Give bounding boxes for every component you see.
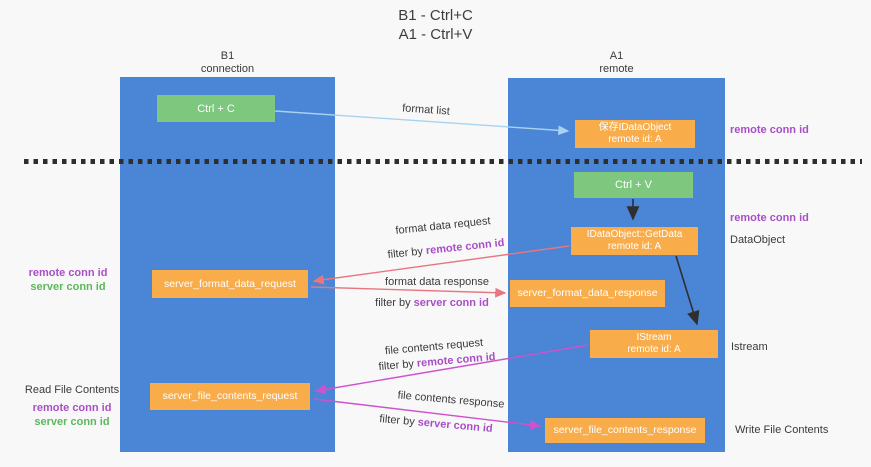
- box-server-format-data-request: server_format_data_request: [152, 270, 308, 298]
- right-remote-conn-id-1: remote conn id: [730, 124, 809, 136]
- label-format-list: format list: [401, 102, 451, 118]
- lane-a1-title: A1: [609, 50, 624, 62]
- box-ctrl-c: Ctrl + C: [157, 95, 275, 122]
- left-remote-conn-id-2: remote conn id: [32, 402, 112, 414]
- phase-separator-dashed-line: [24, 159, 862, 164]
- lane-header-b1: B1 connection: [120, 50, 335, 76]
- box-save-idataobject: 保存IDataObject remote id: A: [575, 120, 695, 148]
- istream-line2: remote id: A: [627, 344, 681, 355]
- save-idataobject-line1: 保存IDataObject: [598, 121, 672, 133]
- save-idataobject-line2: remote id: A: [608, 134, 662, 145]
- filter-by-text: filter by: [378, 413, 416, 429]
- filter-by-text: filter by: [378, 358, 415, 374]
- box-ctrl-v: Ctrl + V: [574, 172, 693, 198]
- istream-line1: IStream: [636, 331, 672, 343]
- server-conn-id-text: server conn id: [417, 416, 494, 435]
- right-remote-conn-id-2: remote conn id: [730, 212, 809, 224]
- lane-a1-subtitle: remote: [599, 63, 634, 75]
- left-read-file-stack: Read File Contents remote conn id server…: [18, 383, 126, 429]
- getdata-line1: IDataObject::GetData: [586, 228, 683, 240]
- box-istream: IStream remote id: A: [590, 330, 718, 358]
- ctrl-v-label: Ctrl + V: [615, 179, 652, 191]
- box-server-file-contents-response: server_file_contents_response: [545, 418, 705, 443]
- title-line-1: B1 - Ctrl+C: [398, 7, 473, 24]
- lane-b1-subtitle: connection: [200, 63, 255, 75]
- left-read-file-contents-label: Read File Contents: [24, 384, 120, 396]
- box-server-format-data-response: server_format_data_response: [510, 280, 665, 307]
- box-server-file-contents-request: server_file_contents_request: [150, 383, 310, 410]
- label-format-data-response: format data response: [385, 276, 489, 288]
- label-format-data-request: format data request: [394, 215, 492, 237]
- box-idataobject-getdata: IDataObject::GetData remote id: A: [571, 227, 698, 255]
- server-file-contents-response-label: server_file_contents_response: [553, 424, 697, 437]
- right-dataobject-label: DataObject: [730, 234, 786, 246]
- ctrl-c-label: Ctrl + C: [197, 102, 235, 115]
- server-conn-id-text: server conn id: [413, 297, 489, 309]
- lane-b1-title: B1: [220, 50, 235, 62]
- left-server-conn-id-1: server conn id: [30, 281, 106, 293]
- left-server-conn-id-2: server conn id: [34, 416, 110, 428]
- filter-by-text: filter by: [375, 297, 411, 309]
- diagram-title: B1 - Ctrl+C A1 - Ctrl+V: [0, 6, 871, 44]
- label-file-contents-response: file contents response: [397, 389, 505, 411]
- remote-conn-id-text: remote conn id: [425, 236, 505, 258]
- filter-by-text: filter by: [387, 245, 424, 262]
- title-line-2: A1 - Ctrl+V: [398, 26, 473, 43]
- right-istream-label: Istream: [731, 341, 768, 353]
- server-file-contents-request-label: server_file_contents_request: [162, 390, 298, 403]
- lane-header-a1: A1 remote: [508, 50, 725, 76]
- left-conn-id-stack-1: remote conn id server conn id: [18, 266, 118, 294]
- getdata-line2: remote id: A: [607, 241, 662, 252]
- right-write-file-contents-label: Write File Contents: [735, 424, 829, 436]
- server-format-data-response-label: server_format_data_response: [517, 287, 658, 300]
- server-format-data-request-label: server_format_data_request: [164, 277, 296, 290]
- left-remote-conn-id-1: remote conn id: [28, 267, 108, 279]
- remote-conn-id-text: remote conn id: [416, 350, 496, 370]
